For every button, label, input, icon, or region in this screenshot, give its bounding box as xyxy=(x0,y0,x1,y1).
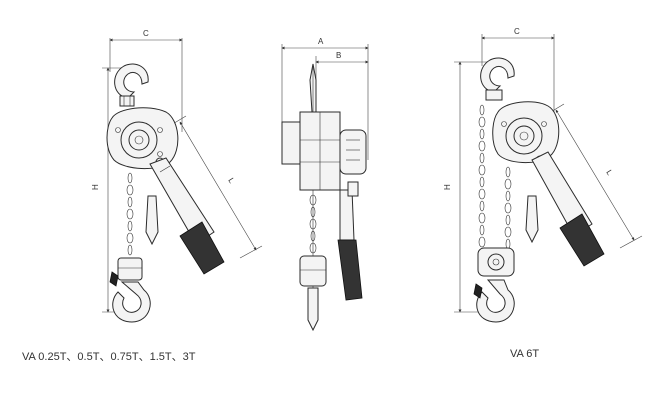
left-load-chain xyxy=(126,172,134,256)
dim-c-label: C xyxy=(514,27,520,36)
middle-load-chain xyxy=(309,194,317,254)
right-hoist-figure: C H L xyxy=(443,27,643,323)
left-hoist-figure: C H L xyxy=(91,29,263,323)
dim-h-label: H xyxy=(91,184,100,190)
dim-a-label: A xyxy=(318,37,324,46)
dim-c-label: C xyxy=(143,29,149,38)
dim-b-label: B xyxy=(336,51,341,60)
dim-l-label: L xyxy=(226,176,236,185)
left-caption: VA 0.25T、0.5T、0.75T、1.5T、3T xyxy=(22,351,196,363)
dim-l-label: L xyxy=(604,168,614,177)
right-caption: VA 6T xyxy=(510,348,540,360)
middle-hoist-figure: A B xyxy=(281,37,369,332)
right-load-chain xyxy=(478,104,512,250)
dim-h-label: H xyxy=(443,184,452,190)
